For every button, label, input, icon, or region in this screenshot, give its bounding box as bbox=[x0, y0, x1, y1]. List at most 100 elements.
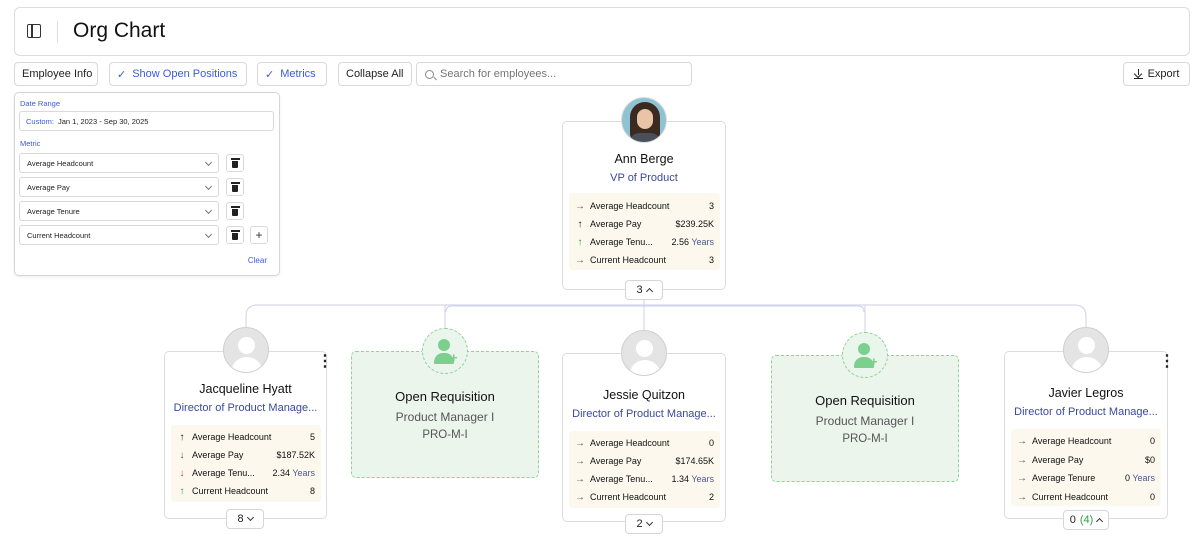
collapse-all-button[interactable]: Collapse All bbox=[338, 62, 412, 86]
arrow-right-icon: → bbox=[1017, 472, 1027, 484]
trash-icon bbox=[230, 158, 240, 168]
expand-toggle[interactable]: 8 bbox=[226, 509, 264, 529]
avatar bbox=[1063, 327, 1109, 373]
arrow-right-icon: → bbox=[575, 491, 585, 503]
employee-card[interactable]: Ann Berge VP of Product →Average Headcou… bbox=[562, 121, 726, 290]
expand-toggle[interactable]: 0(4) bbox=[1063, 510, 1109, 530]
arrow-right-icon: → bbox=[1017, 454, 1027, 466]
metrics-label: Metrics bbox=[280, 68, 316, 80]
header-divider bbox=[57, 21, 58, 43]
metric-unit: Years bbox=[691, 237, 714, 247]
arrow-down-icon: ↓ bbox=[179, 467, 185, 479]
trash-icon bbox=[230, 206, 240, 216]
search-icon bbox=[425, 69, 434, 79]
employee-title: Director of Product Manage... bbox=[173, 402, 318, 414]
avatar-face bbox=[637, 109, 653, 129]
metric-value: 0 bbox=[1149, 492, 1155, 502]
metric-select[interactable]: Average Pay bbox=[19, 177, 219, 197]
metric-row: →Average Pay$174.65K bbox=[569, 452, 720, 470]
employee-card[interactable]: Jessie Quitzon Director of Product Manag… bbox=[562, 353, 726, 522]
metrics-panel: Date Range Custom: Jan 1, 2023 - Sep 30,… bbox=[14, 92, 280, 276]
delete-metric-button[interactable] bbox=[226, 202, 244, 220]
avatar-head bbox=[1078, 337, 1095, 354]
date-range-prefix: Custom: bbox=[26, 116, 54, 126]
metric-label: Average Tenu... bbox=[192, 468, 255, 478]
chevron-down-icon bbox=[645, 518, 653, 527]
employee-card[interactable]: ⋮ Jacqueline Hyatt Director of Product M… bbox=[164, 351, 333, 519]
metric-value: 0 bbox=[1149, 436, 1155, 446]
metric-value: 8 bbox=[309, 486, 315, 496]
employee-card[interactable]: ⋮ Javier Legros Director of Product Mana… bbox=[1004, 351, 1175, 519]
search-box[interactable] bbox=[416, 62, 692, 86]
metric-row: → Current Headcount 0 bbox=[1011, 488, 1161, 506]
add-person-icon: + bbox=[842, 332, 888, 378]
metric-label: Average Pay bbox=[590, 219, 642, 229]
metric-value: 1.34 bbox=[671, 474, 689, 484]
avatar-body bbox=[629, 360, 661, 375]
collapse-all-label: Collapse All bbox=[346, 68, 404, 80]
metric-unit: Years bbox=[1132, 473, 1155, 483]
metric-label: Metric bbox=[20, 139, 41, 148]
metric-select-value: Current Headcount bbox=[27, 230, 91, 240]
arrow-right-icon: → bbox=[1017, 491, 1027, 503]
search-input[interactable] bbox=[440, 68, 680, 80]
metric-value: 0 bbox=[1124, 473, 1130, 483]
metric-label: Average Pay bbox=[1032, 455, 1084, 465]
expand-toggle[interactable]: 3 bbox=[625, 280, 663, 300]
trash-icon bbox=[230, 230, 240, 240]
metric-select[interactable]: Average Tenure bbox=[19, 201, 219, 221]
metric-select-value: Average Tenure bbox=[27, 206, 80, 216]
metric-row: ↓Average Tenu...2.34 Years bbox=[171, 464, 321, 482]
export-button[interactable]: Export bbox=[1123, 62, 1190, 86]
metric-row: ↑Average Pay$239.25K bbox=[569, 215, 720, 233]
metric-value: $187.52K bbox=[276, 450, 315, 460]
show-open-positions-button[interactable]: ✓Show Open Positions bbox=[109, 62, 247, 86]
metric-value: 3 bbox=[708, 201, 714, 211]
metric-row: →Average Tenu...1.34 Years bbox=[569, 470, 720, 488]
date-range-field[interactable]: Custom: Jan 1, 2023 - Sep 30, 2025 bbox=[19, 111, 274, 131]
delete-metric-button[interactable] bbox=[226, 178, 244, 196]
metric-label: Average Headcount bbox=[1032, 436, 1112, 446]
employee-info-button[interactable]: Employee Info bbox=[14, 62, 98, 86]
delete-metric-button[interactable] bbox=[226, 226, 244, 244]
avatar-body bbox=[231, 357, 263, 372]
more-options-icon[interactable]: ⋮ bbox=[317, 353, 333, 370]
avatar bbox=[621, 330, 667, 376]
report-count: 2 bbox=[636, 518, 643, 530]
sidebar-toggle-icon[interactable] bbox=[27, 24, 41, 38]
metric-select[interactable]: Current Headcount bbox=[19, 225, 219, 245]
employee-title: VP of Product bbox=[610, 172, 678, 184]
metric-select[interactable]: Average Headcount bbox=[19, 153, 219, 173]
export-label: Export bbox=[1147, 68, 1180, 80]
show-open-positions-label: Show Open Positions bbox=[132, 68, 238, 80]
metric-row: ↑Average Tenu...2.56 Years bbox=[569, 233, 720, 251]
more-options-icon[interactable]: ⋮ bbox=[1159, 353, 1175, 370]
metric-label: Average Tenu... bbox=[590, 474, 653, 484]
avatar bbox=[621, 97, 667, 143]
trash-icon bbox=[230, 182, 240, 192]
employee-name: Javier Legros bbox=[1048, 386, 1124, 400]
delete-metric-button[interactable] bbox=[226, 154, 244, 172]
add-metric-button[interactable]: + bbox=[250, 226, 268, 244]
metrics-button[interactable]: ✓Metrics bbox=[257, 62, 327, 86]
employee-title: Director of Product Manage... bbox=[572, 408, 716, 420]
page-title: Org Chart bbox=[73, 19, 166, 42]
arrow-right-icon: → bbox=[575, 473, 585, 485]
metric-label: Current Headcount bbox=[1032, 492, 1109, 502]
chevron-up-icon bbox=[1096, 517, 1104, 526]
expand-toggle[interactable]: 2 bbox=[625, 514, 663, 534]
avatar-body bbox=[628, 133, 662, 142]
metric-label: Average Headcount bbox=[192, 432, 272, 442]
metric-label: Average Pay bbox=[590, 456, 642, 466]
clear-button[interactable]: Clear bbox=[247, 256, 267, 265]
open-position-count: (4) bbox=[1079, 514, 1094, 526]
